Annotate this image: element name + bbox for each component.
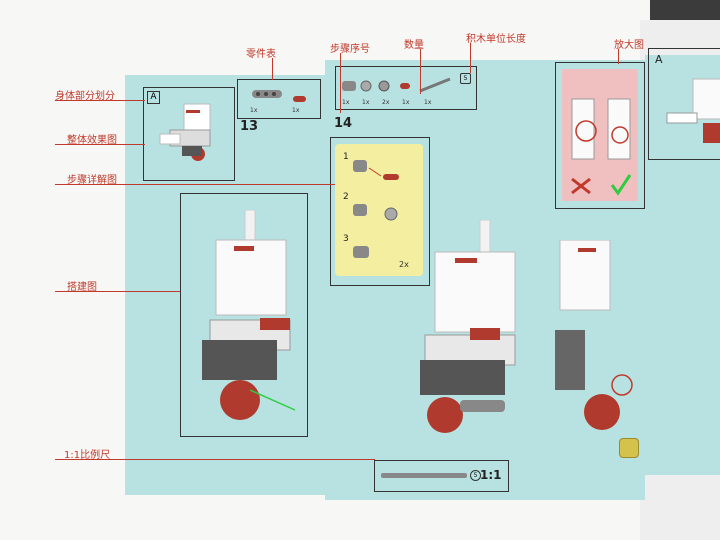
right-page-panel: A [648, 48, 720, 160]
coin-icon [619, 438, 639, 458]
scale-bar-panel: 5 1:1 [374, 460, 509, 492]
annotation-step-number: 步骤序号 [330, 44, 370, 55]
qty-14-d: 1x [402, 99, 410, 106]
scale-ratio: 1:1 [480, 468, 502, 482]
qty-14-e: 1x [424, 99, 432, 106]
annotation-step-detail: 步骤详解图 [67, 175, 117, 186]
annotation-overall-view: 整体效果图 [67, 135, 117, 146]
qty-14-c: 2x [382, 99, 390, 106]
brick-unit-badge: 5 [460, 73, 471, 84]
scale-unit-badge: 5 [470, 470, 481, 481]
zoom-compare-icons [571, 98, 632, 196]
annotation-body-division: 身体部分划分 [55, 91, 115, 102]
build-model-right [555, 240, 633, 430]
qty-13-b: 1x [292, 107, 300, 114]
annotation-line-parts [272, 58, 273, 80]
parts-14-icons [342, 77, 451, 93]
annotation-line-quantity [420, 49, 421, 94]
detail-step-2: 2 [343, 192, 349, 202]
step-detail-bg [335, 144, 423, 276]
overall-model-icon [159, 103, 211, 161]
detail-step-1: 1 [343, 152, 349, 162]
annotation-parts-list: 零件表 [246, 49, 276, 60]
right-model-icon [666, 78, 720, 143]
qty-14-b: 1x [362, 99, 370, 106]
parts-list-14: 1x 1x 2x 1x 1x 5 [335, 66, 477, 110]
qty-13-a: 1x [250, 107, 258, 114]
parts-list-13: 1x 1x [237, 79, 321, 119]
section-letter: A [147, 91, 160, 104]
annotation-build-view: 搭建图 [67, 282, 97, 293]
axle-connector-icon [252, 90, 282, 98]
step-detail-panel: 1 2 3 2x [330, 137, 430, 286]
build-model-center [420, 220, 516, 433]
annotation-quantity: 数量 [404, 40, 424, 51]
red-pin-icon [293, 96, 306, 102]
annotation-line-scale [55, 459, 375, 460]
annotation-zoom: 放大图 [614, 40, 644, 51]
build-view-panel [180, 193, 308, 437]
zoom-view-panel [555, 62, 645, 209]
detail-step-3: 3 [343, 234, 349, 244]
annotation-line-step-detail [55, 184, 335, 185]
annotation-line-body [55, 100, 145, 101]
annotation-line-brick-unit [470, 43, 471, 73]
detail-step-3-qty: 2x [399, 260, 409, 269]
right-section-letter: A [655, 53, 663, 66]
annotation-line-overall [55, 144, 145, 145]
qty-14-a: 1x [342, 99, 350, 106]
step-14-number: 14 [334, 116, 353, 131]
scale-bar-line [381, 473, 467, 478]
annotation-line-step-number [340, 53, 341, 113]
build-model-left [202, 210, 296, 420]
step-13-number: 13 [240, 119, 259, 134]
annotation-line-zoom [618, 49, 619, 64]
annotation-scale: 1:1比例尺 [64, 450, 111, 461]
annotation-line-build [55, 291, 180, 292]
overall-view-panel: A [143, 87, 235, 181]
annotation-brick-unit: 积木单位长度 [466, 34, 526, 45]
detail-parts-icons [353, 160, 399, 258]
